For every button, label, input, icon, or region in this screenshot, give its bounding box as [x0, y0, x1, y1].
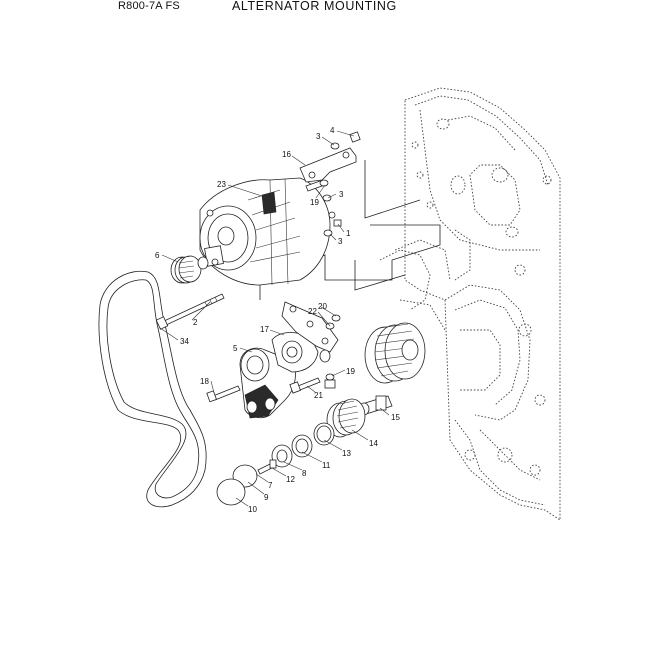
callout-labels: 4 3 16 23 19 3 1 3 6 2 34 20 22 17 5 18 … [155, 126, 400, 514]
page-title: ALTERNATOR MOUNTING [232, 0, 397, 13]
fasteners-top [305, 131, 361, 237]
callout-21: 21 [314, 391, 323, 400]
callout-14: 14 [369, 439, 378, 448]
callout-19a: 19 [310, 198, 319, 207]
callout-11: 11 [322, 461, 331, 470]
callout-7: 7 [268, 481, 273, 490]
callout-15: 15 [391, 413, 400, 422]
callout-10: 10 [248, 505, 257, 514]
callout-23: 23 [217, 180, 226, 189]
callout-2: 2 [193, 318, 198, 327]
callout-4: 4 [330, 126, 335, 135]
callout-3b: 3 [339, 190, 344, 199]
callout-34: 34 [180, 337, 189, 346]
callout-1: 1 [346, 229, 351, 238]
callout-12: 12 [286, 475, 295, 484]
callout-16: 16 [282, 150, 291, 159]
callout-13: 13 [342, 449, 351, 458]
callout-17: 17 [260, 325, 269, 334]
callout-20: 20 [318, 302, 327, 311]
callout-6: 6 [155, 251, 160, 260]
callout-9: 9 [264, 493, 269, 502]
engine-gear [364, 322, 426, 384]
pivot-bolt [155, 293, 225, 330]
callout-5: 5 [233, 344, 238, 353]
callout-18: 18 [200, 377, 209, 386]
model-code: R800-7A FS [118, 0, 180, 12]
callout-3a: 3 [316, 132, 321, 141]
belt-tensioner [239, 301, 339, 419]
alternator [199, 177, 331, 286]
callout-3c: 3 [338, 237, 343, 246]
drive-belt [98, 270, 207, 508]
callout-8: 8 [302, 469, 307, 478]
alternator-pulley [170, 255, 209, 284]
engine-block-outline [379, 87, 561, 521]
fasteners-middle [206, 314, 341, 403]
callout-22: 22 [308, 307, 317, 316]
leader-lines [159, 130, 390, 507]
mounting-bracket-16 [299, 147, 357, 183]
page-header: R800-7A FS ALTERNATOR MOUNTING [0, 0, 650, 20]
callout-19b: 19 [346, 367, 355, 376]
